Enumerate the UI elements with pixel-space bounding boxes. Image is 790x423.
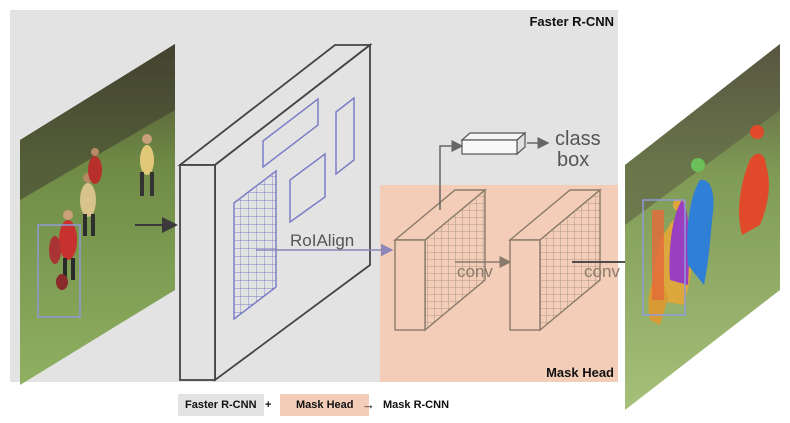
fc-branch-arrow <box>439 140 464 210</box>
roialign-label: RoIAlign <box>290 231 354 250</box>
detection-box <box>37 224 81 318</box>
input-image <box>20 44 175 385</box>
conv-label-2: conv <box>584 262 620 281</box>
legend-mask-rcnn: Mask R-CNN <box>383 399 450 411</box>
legend-plus: + <box>265 399 272 411</box>
conv-block-2 <box>508 188 602 332</box>
player-figures <box>49 134 154 290</box>
roi-grid <box>233 169 277 321</box>
conv-block-1 <box>393 188 487 332</box>
region-proposal <box>289 152 326 224</box>
output-image <box>625 44 780 410</box>
box-label: box <box>557 149 589 171</box>
mask-head-title: Mask Head <box>546 365 614 380</box>
legend-arrow-icon: → <box>362 397 375 412</box>
region-proposal <box>262 97 319 169</box>
instance-masks <box>648 125 769 325</box>
region-proposal <box>335 96 355 176</box>
legend-mask-head: Mask Head <box>280 394 370 416</box>
conv-label-1: conv <box>457 262 493 281</box>
faster-rcnn-title: Faster R-CNN <box>529 14 614 29</box>
detection-box <box>642 199 686 316</box>
fc-layer <box>460 131 527 156</box>
class-label: class <box>555 128 601 150</box>
legend-faster-rcnn: Faster R-CNN <box>178 394 264 416</box>
feature-map-slab <box>177 43 373 382</box>
